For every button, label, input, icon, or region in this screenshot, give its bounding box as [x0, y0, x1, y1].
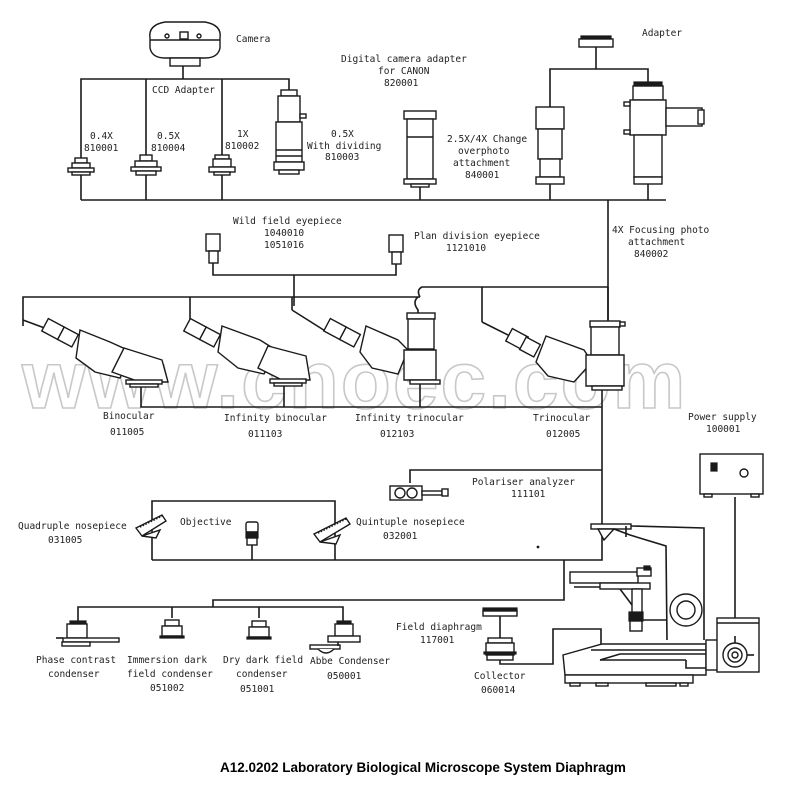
- objective-label: Objective: [180, 517, 232, 528]
- diagram-title: A12.0202 Laboratory Biological Microscop…: [220, 760, 626, 775]
- immersion-condenser-label: Immersion dark: [127, 655, 207, 666]
- canon-adapter-label2: for CANON: [378, 66, 430, 77]
- canon-adapter-label: Digital camera adapter: [341, 54, 467, 65]
- trinocular-code: 012005: [546, 429, 580, 440]
- field-diaphragm-code: 117001: [420, 635, 455, 646]
- phase-condenser-label2: condenser: [48, 669, 100, 680]
- ccd-adapter-label: CCD Adapter: [152, 85, 215, 96]
- power-supply-icon: [699, 453, 764, 498]
- collector-code: 060014: [481, 685, 516, 696]
- quint-nosepiece-code: 032001: [383, 531, 418, 542]
- inf-trinocular-label: Infinity trinocular: [355, 413, 464, 424]
- objective-icon: [245, 521, 259, 546]
- immersion-condenser-code: 051002: [150, 683, 184, 694]
- wide-field-eyepiece-icon: [205, 233, 221, 264]
- stray-dot: [536, 545, 540, 549]
- immersion-dark-field-condenser-icon: [159, 619, 185, 639]
- field-diaphragm-icon: [482, 607, 518, 617]
- immersion-condenser-label2: field condenser: [127, 669, 213, 680]
- ccd-05x-div-label2: With dividing: [307, 141, 381, 152]
- inf-binocular-label: Infinity binocular: [224, 413, 327, 424]
- ccd-adapter-05x-dividing-icon: [273, 89, 307, 175]
- wide-eyepiece-label: Wild field eyepiece: [233, 216, 342, 227]
- binocular-code: 011005: [110, 427, 144, 438]
- plan-eyepiece-label: Plan division eyepiece: [414, 231, 540, 242]
- quad-nosepiece-code: 031005: [48, 535, 82, 546]
- inf-trinocular-code: 012103: [380, 429, 414, 440]
- change-attach-code: 840001: [465, 170, 500, 181]
- canon-adapter-icon: [403, 110, 437, 188]
- ccd-05x-div-code: 810003: [325, 152, 359, 163]
- ccd-05x-label: 0.5X: [157, 131, 180, 142]
- infinity-trinocular-head-icon: [291, 309, 441, 385]
- microscope-stand-icon: [562, 523, 760, 687]
- ccd-1x-code: 810002: [225, 141, 259, 152]
- dry-condenser-label: Dry dark field: [223, 655, 303, 666]
- focusing-attach-label2: attachment: [628, 237, 685, 248]
- camera-icon: [149, 21, 221, 67]
- focusing-attachment-icon: [623, 81, 705, 185]
- ccd-adapter-04x-icon: [67, 157, 95, 176]
- binocular-head-icon: [22, 317, 169, 388]
- abbe-condenser-label: Abbe Condenser: [310, 656, 390, 667]
- trinocular-head-icon: [481, 320, 626, 391]
- quint-nosepiece-label: Quintuple nosepiece: [356, 517, 465, 528]
- polariser-analyzer-icon: [389, 485, 449, 501]
- ccd-05x-div-label: 0.5X: [331, 129, 354, 140]
- dry-condenser-label2: condenser: [236, 669, 288, 680]
- polariser-label: Polariser analyzer: [472, 477, 575, 488]
- ccd-1x-label: 1X: [237, 129, 249, 140]
- ccd-adapter-1x-icon: [208, 154, 236, 176]
- collector-label: Collector: [474, 671, 526, 682]
- power-supply-code: 100001: [706, 424, 741, 435]
- plan-eyepiece-code: 1121010: [446, 243, 486, 254]
- dry-dark-field-condenser-icon: [246, 620, 272, 640]
- ccd-adapter-05x-icon: [130, 154, 162, 176]
- wide-eyepiece-code: 1040010: [264, 228, 304, 239]
- camera-label: Camera: [236, 34, 270, 45]
- collector-icon: [483, 637, 517, 661]
- phase-contrast-condenser-icon: [56, 620, 120, 647]
- quintuple-nosepiece-icon: [312, 517, 351, 545]
- abbe-condenser-code: 050001: [327, 671, 362, 682]
- canon-adapter-code: 820001: [384, 78, 419, 89]
- field-diaphragm-label: Field diaphragm: [396, 622, 482, 633]
- abbe-condenser-icon: [309, 620, 361, 654]
- phase-condenser-label: Phase contrast: [36, 655, 116, 666]
- binocular-label: Binocular: [103, 411, 155, 422]
- focusing-attach-code: 840002: [634, 249, 668, 260]
- ccd-04x-code: 810001: [84, 143, 119, 154]
- plan-division-eyepiece-icon: [388, 234, 404, 265]
- quad-nosepiece-label: Quadruple nosepiece: [18, 521, 127, 532]
- ccd-05x-code: 810004: [151, 143, 186, 154]
- adapter-icon: [578, 35, 614, 48]
- inf-binocular-code: 011103: [248, 429, 282, 440]
- ccd-04x-label: 0.4X: [90, 131, 113, 142]
- change-attach-label2: overphoto: [458, 146, 510, 157]
- trinocular-label: Trinocular: [533, 413, 590, 424]
- polariser-code: 111101: [511, 489, 546, 500]
- change-attach-label3: attachment: [453, 158, 510, 169]
- change-attachment-icon: [535, 106, 565, 185]
- adapter-label: Adapter: [642, 28, 682, 39]
- power-supply-label: Power supply: [688, 412, 757, 423]
- dry-condenser-code: 051001: [240, 684, 275, 695]
- focusing-attach-label: 4X Focusing photo: [612, 225, 710, 236]
- wide-eyepiece-code2: 1051016: [264, 240, 304, 251]
- quadruple-nosepiece-icon: [134, 514, 167, 539]
- change-attach-label: 2.5X/4X Change: [447, 134, 527, 145]
- infinity-binocular-head-icon: [182, 317, 311, 387]
